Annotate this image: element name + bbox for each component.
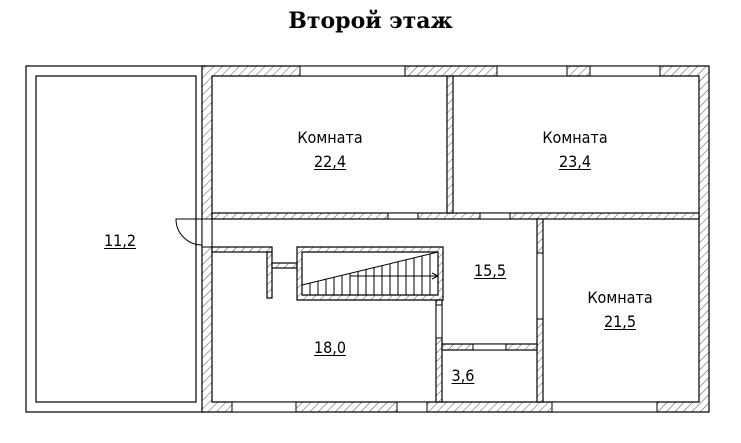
room-2-name: Комната [542, 128, 608, 147]
room-2-label: Комната 23,4 [542, 126, 607, 174]
walls [201, 65, 710, 413]
staircase [301, 251, 440, 295]
door-opening [201, 218, 213, 248]
windows [231, 65, 661, 413]
bathroom-area: 3,6 [451, 366, 475, 385]
room-3-name: Комната [587, 288, 653, 307]
terrace-area: 11,2 [103, 231, 137, 250]
room-3-area: 21,5 [603, 312, 637, 331]
room-2-area: 23,4 [558, 152, 592, 171]
room-3-label: Комната 21,5 [587, 286, 652, 334]
room-1-area: 22,4 [313, 152, 347, 171]
terrace-inner [35, 75, 197, 403]
room-1-label: Комната 22,4 [297, 126, 362, 174]
plan-title: Второй этаж [288, 8, 453, 34]
room-1-name: Комната [297, 128, 363, 147]
hall-area: 15,5 [473, 261, 507, 280]
terrace-outline [25, 65, 207, 413]
room-18-area: 18,0 [313, 338, 347, 357]
door-swing-icon [175, 218, 203, 246]
